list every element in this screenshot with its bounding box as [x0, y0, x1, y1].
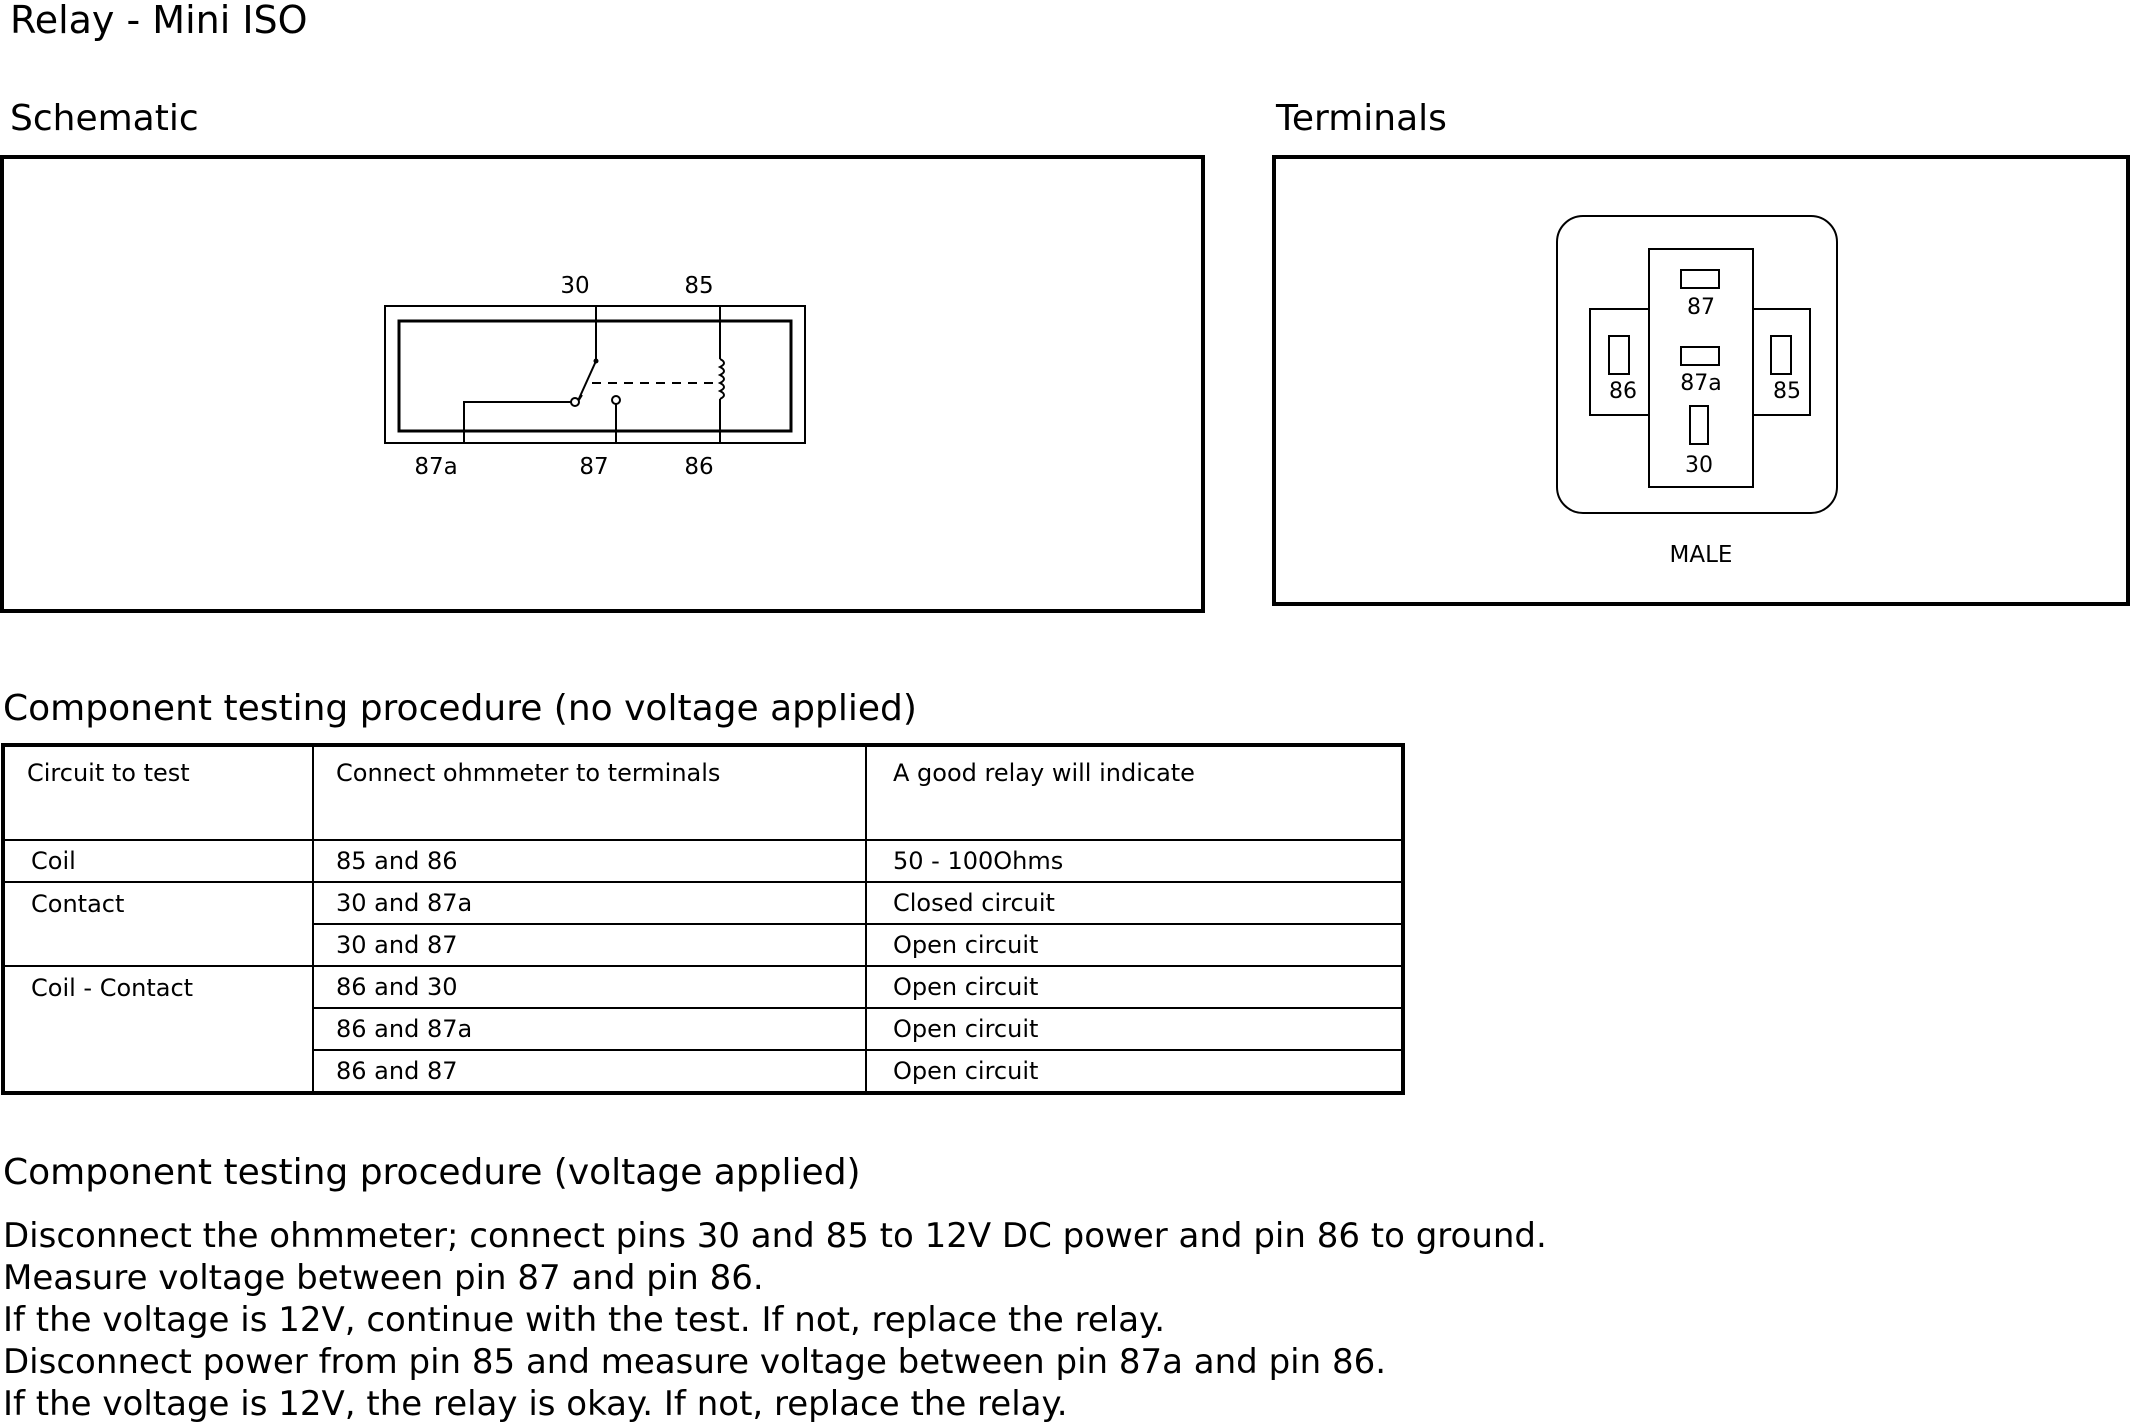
contact-87a-node [570, 397, 580, 407]
schematic-panel: 30 85 87a 87 86 [0, 155, 1205, 613]
connector-right-wing [1752, 308, 1811, 416]
pin-30-slot [1689, 405, 1709, 445]
label-87a: 87a [414, 454, 457, 480]
relay-schematic-diagram: 30 85 87a 87 86 [384, 273, 806, 480]
table-row: Coil 85 and 86 50 - 100Ohms [2, 839, 1404, 882]
table-header-row: Circuit to test Connect ohmmeter to term… [2, 745, 1404, 841]
ohmmeter-test-table: Circuit to test Connect ohmmeter to term… [1, 743, 1405, 1095]
pin-87a-label: 87a [1680, 371, 1721, 396]
procedure-line: Disconnect power from pin 85 and measure… [3, 1342, 1387, 1382]
terminals-heading: Terminals [1276, 98, 1447, 139]
terminals-cell: 86 and 87a [312, 1007, 867, 1050]
circuit-cell [2, 1008, 314, 1050]
voltage-heading: Component testing procedure (voltage app… [3, 1152, 861, 1193]
schematic-heading: Schematic [10, 98, 199, 139]
circuit-cell: Coil [2, 839, 314, 882]
terminals-cell: 86 and 87 [312, 1049, 867, 1093]
circuit-cell: Coil - Contact [2, 965, 314, 1008]
table-row: Contact 30 and 87a Closed circuit [2, 881, 1404, 924]
page-title: Relay - Mini ISO [10, 0, 308, 42]
label-86: 86 [684, 454, 713, 480]
pin-85-label: 85 [1773, 379, 1801, 404]
contact-87-node [611, 395, 621, 405]
result-cell: Open circuit [865, 923, 1404, 966]
terminals-cell: 86 and 30 [312, 965, 867, 1008]
terminals-panel: 87 87a 30 86 85 MALE [1272, 155, 2130, 606]
label-87: 87 [579, 454, 608, 480]
terminals-cell: 30 and 87 [312, 923, 867, 966]
pin-86-slot [1608, 335, 1630, 375]
terminals-cell: 85 and 86 [312, 839, 867, 882]
circuit-cell [2, 924, 314, 966]
pin-87a-slot [1680, 346, 1720, 366]
label-30: 30 [560, 273, 589, 299]
result-cell: Open circuit [865, 1007, 1404, 1050]
result-cell: Open circuit [865, 965, 1404, 1008]
connector-left-wing [1589, 308, 1650, 416]
column-header: Circuit to test [2, 745, 314, 841]
table-row: 30 and 87 Open circuit [2, 923, 1404, 966]
column-header: Connect ohmmeter to terminals [312, 745, 867, 841]
pin-87-label: 87 [1687, 295, 1715, 320]
result-cell: Open circuit [865, 1049, 1404, 1093]
result-cell: Closed circuit [865, 881, 1404, 924]
voltage-procedure-text: Disconnect the ohmmeter; connect pins 30… [3, 1215, 1547, 1425]
procedure-line: Measure voltage between pin 87 and pin 8… [3, 1258, 764, 1298]
result-cell: 50 - 100Ohms [865, 839, 1404, 882]
coil-symbol [717, 358, 725, 400]
connector-center-column [1648, 248, 1754, 488]
circuit-cell: Contact [2, 881, 314, 924]
relay-terminals-diagram: 87 87a 30 86 85 MALE [1556, 215, 1838, 568]
table-row: Coil - Contact 86 and 30 Open circuit [2, 965, 1404, 1008]
pin-30-label: 30 [1685, 453, 1713, 478]
pin-86-label: 86 [1609, 379, 1637, 404]
table-row: 86 and 87 Open circuit [2, 1049, 1404, 1093]
procedure-line: If the voltage is 12V, the relay is okay… [3, 1384, 1068, 1424]
connector-body [1556, 215, 1838, 514]
connector-caption: MALE [1670, 542, 1733, 568]
terminals-cell: 30 and 87a [312, 881, 867, 924]
no-voltage-heading: Component testing procedure (no voltage … [3, 688, 917, 729]
circuit-cell [2, 1050, 314, 1093]
procedure-line: Disconnect the ohmmeter; connect pins 30… [3, 1216, 1547, 1256]
pin-87-slot [1680, 269, 1720, 289]
table-row: 86 and 87a Open circuit [2, 1007, 1404, 1050]
switch-blade [576, 360, 597, 404]
column-header: A good relay will indicate [865, 745, 1404, 841]
procedure-line: If the voltage is 12V, continue with the… [3, 1300, 1166, 1340]
pin-85-slot [1770, 335, 1792, 375]
label-85: 85 [684, 273, 713, 299]
lead-87a [463, 401, 571, 443]
